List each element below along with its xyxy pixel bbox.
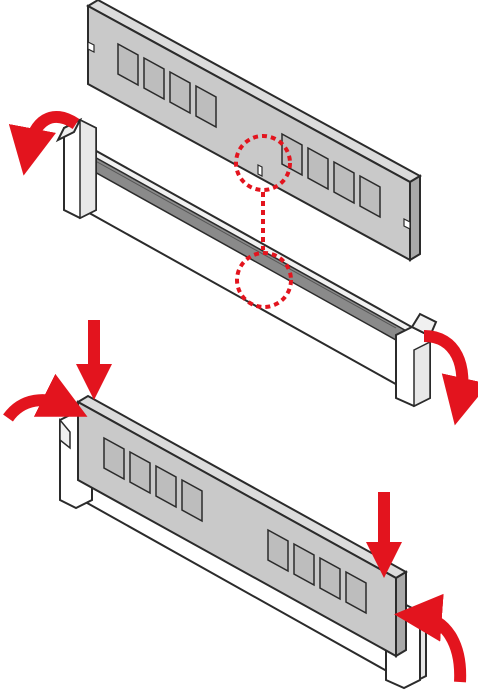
module-chips-right: [281, 132, 381, 219]
curved-arrow-icon: [423, 330, 478, 426]
alignment-highlight: [234, 134, 293, 309]
latch-open-arrows: [8, 110, 478, 426]
module-chips-left: [103, 436, 203, 523]
curved-arrow-icon: [394, 593, 467, 683]
down-arrow-icon: [366, 492, 402, 578]
left-latch-open: [55, 117, 97, 220]
down-arrow-icon: [76, 320, 112, 400]
module-chips-left: [117, 42, 217, 129]
latch-close-arrows: [3, 373, 467, 683]
curved-arrow-icon: [3, 373, 88, 422]
step-1: [8, 0, 478, 426]
press-down-arrows: [76, 320, 402, 578]
step-2: [3, 320, 467, 690]
dimm-module: [85, 0, 423, 262]
notch-highlight-circle: [234, 134, 292, 192]
module-chips-right: [267, 528, 367, 615]
dimm-module-inserted: [75, 394, 409, 658]
curved-arrow-icon: [8, 110, 80, 176]
slot-key-highlight-circle: [235, 251, 293, 309]
